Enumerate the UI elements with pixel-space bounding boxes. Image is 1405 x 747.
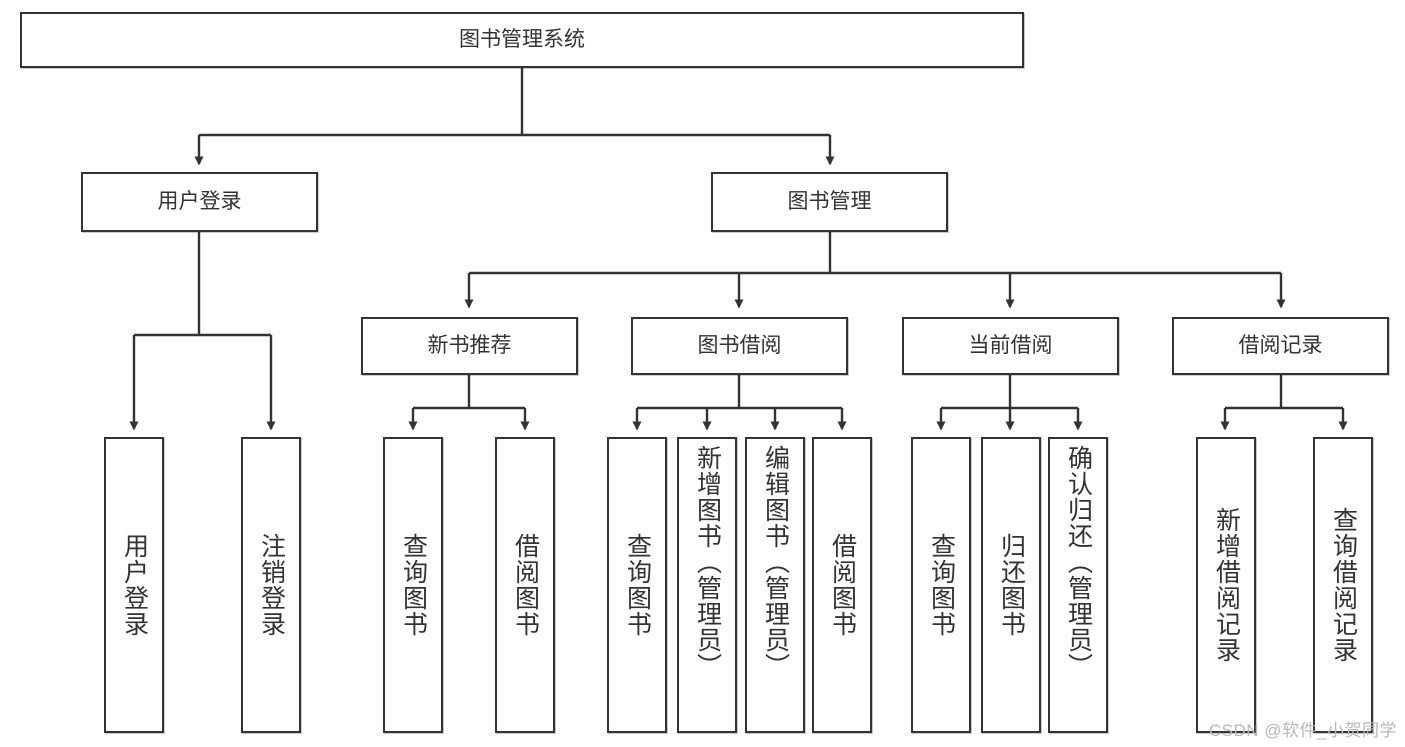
node-user-login[interactable]: 用户登录: [81, 172, 318, 232]
node-book-management[interactable]: 图书管理: [711, 172, 948, 232]
node-book-management-label: 图书管理: [787, 190, 872, 214]
leaf-new-book-query-label: 查询图书: [399, 533, 428, 637]
leaf-book-borrow-edit[interactable]: 编辑图书（管理员）: [745, 437, 805, 733]
node-user-login-label: 用户登录: [157, 190, 242, 214]
leaf-borrow-record-query[interactable]: 查询借阅记录: [1313, 437, 1373, 733]
leaf-book-borrow-borrow-label: 借阅图书: [828, 533, 857, 637]
leaf-book-borrow-add[interactable]: 新增图书（管理员）: [677, 437, 737, 733]
leaf-book-borrow-borrow[interactable]: 借阅图书: [812, 437, 872, 733]
leaf-new-book-borrow[interactable]: 借阅图书: [495, 437, 555, 733]
node-current-borrow[interactable]: 当前借阅: [902, 317, 1119, 375]
node-new-book-recommend-label: 新书推荐: [427, 334, 512, 358]
node-book-borrow[interactable]: 图书借阅: [631, 317, 848, 375]
leaf-book-borrow-query[interactable]: 查询图书: [607, 437, 667, 733]
leaf-user-login-logout[interactable]: 注销登录: [241, 437, 301, 733]
node-root[interactable]: 图书管理系统: [20, 12, 1024, 68]
node-root-label: 图书管理系统: [459, 28, 585, 52]
leaf-current-borrow-confirm-label: 确认归还（管理员）: [1064, 445, 1093, 679]
leaf-book-borrow-edit-label: 编辑图书（管理员）: [761, 445, 790, 679]
leaf-book-borrow-add-label: 新增图书（管理员）: [693, 445, 722, 679]
leaf-borrow-record-add-label: 新增借阅记录: [1212, 507, 1241, 663]
leaf-current-borrow-query[interactable]: 查询图书: [911, 437, 971, 733]
node-borrow-record[interactable]: 借阅记录: [1172, 317, 1389, 375]
node-current-borrow-label: 当前借阅: [968, 334, 1053, 358]
leaf-current-borrow-return-label: 归还图书: [997, 533, 1026, 637]
watermark-text: CSDN @软件_小贺同学: [1208, 721, 1397, 740]
leaf-new-book-borrow-label: 借阅图书: [511, 533, 540, 637]
leaf-current-borrow-query-label: 查询图书: [927, 533, 956, 637]
leaf-current-borrow-return[interactable]: 归还图书: [981, 437, 1041, 733]
leaf-borrow-record-query-label: 查询借阅记录: [1329, 507, 1358, 663]
leaf-current-borrow-confirm[interactable]: 确认归还（管理员）: [1048, 437, 1108, 733]
node-borrow-record-label: 借阅记录: [1238, 334, 1323, 358]
leaf-user-login-login-label: 用户登录: [120, 533, 149, 637]
node-book-borrow-label: 图书借阅: [697, 334, 782, 358]
leaf-user-login-logout-label: 注销登录: [257, 533, 286, 637]
leaf-book-borrow-query-label: 查询图书: [623, 533, 652, 637]
node-new-book-recommend[interactable]: 新书推荐: [361, 317, 578, 375]
leaf-borrow-record-add[interactable]: 新增借阅记录: [1196, 437, 1256, 733]
leaf-new-book-query[interactable]: 查询图书: [383, 437, 443, 733]
leaf-user-login-login[interactable]: 用户登录: [104, 437, 164, 733]
